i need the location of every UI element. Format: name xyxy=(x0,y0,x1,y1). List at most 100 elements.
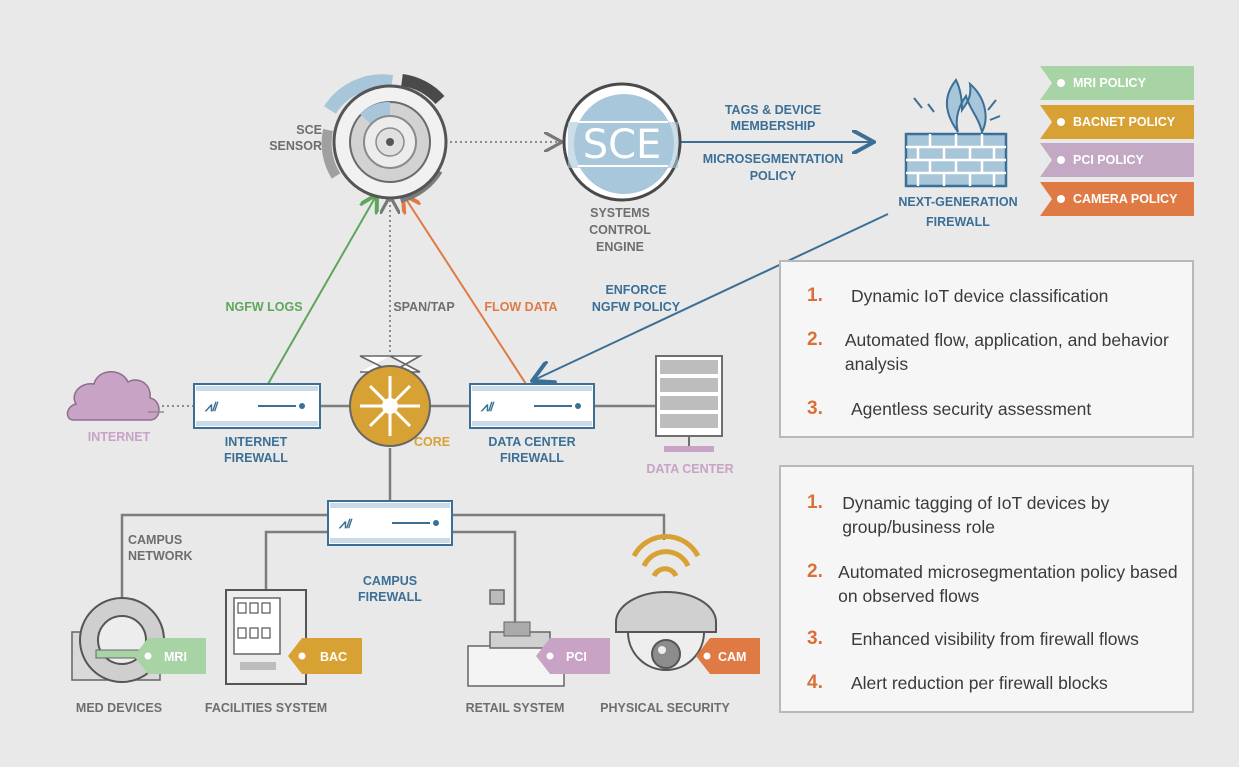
label-line: FIREWALL xyxy=(358,590,422,604)
campus-network-label: CAMPUS NETWORK xyxy=(128,533,193,563)
item-text: Enhanced visibility from firewall flows xyxy=(851,629,1139,649)
classification-panel: 1. Dynamic IoT device classification 2. Aut… xyxy=(779,260,1194,438)
tag-notch xyxy=(1040,181,1052,216)
tag-dot xyxy=(1057,117,1065,126)
item-number: 1. xyxy=(807,285,823,306)
tag-notch xyxy=(1040,104,1052,139)
bac-tag: BAC xyxy=(288,638,362,674)
policy-tag-label: PCI POLICY xyxy=(1073,153,1144,167)
datacenter-firewall-appliance: ⩘⫽ xyxy=(469,383,595,429)
ngfw-icon xyxy=(904,78,1008,188)
item-number: 2. xyxy=(807,329,823,350)
item-text: Dynamic IoT device classification xyxy=(851,286,1109,306)
ngfw-label: NEXT-GENERATION FIREWALL xyxy=(898,195,1017,229)
panel-item: 3. Enhanced visibility from firewall flow… xyxy=(807,627,1182,651)
item-text: Automated microsegmentation policy based… xyxy=(838,562,1178,606)
label-line: FIREWALL xyxy=(926,215,990,229)
internet-firewall-appliance: ⩘⫽ xyxy=(193,383,321,429)
label-line: FIREWALL xyxy=(500,451,564,465)
item-text: Dynamic tagging of IoT devices by group/… xyxy=(842,493,1110,537)
policy-tag: PCI POLICY xyxy=(1040,143,1194,177)
sce-sensor-label: SCE SENSOR xyxy=(269,123,322,153)
segmentation-panel: 1. Dynamic tagging of IoT devices by grou… xyxy=(779,465,1194,713)
label-line: ENFORCE xyxy=(605,283,666,297)
panel-item: 2. Automated flow, application, and behav… xyxy=(807,328,1182,376)
network-links xyxy=(120,404,666,625)
label-line: NEXT-GENERATION xyxy=(898,195,1017,209)
microsegmentation-label: MICROSEGMENTATION POLICY xyxy=(703,152,844,183)
mri-tag-label: MRI xyxy=(164,650,187,664)
flow-data-arrow xyxy=(404,196,527,385)
policy-tag: CAMERA POLICY xyxy=(1040,181,1194,216)
internet-cloud-icon xyxy=(66,371,164,421)
core-switch-icon xyxy=(349,355,431,447)
item-text: Automated flow, application, and behavio… xyxy=(844,330,1169,374)
label-line: DATA CENTER xyxy=(488,435,575,449)
span-tap-label: SPAN/TAP xyxy=(393,300,454,314)
item-text: Alert reduction per firewall blocks xyxy=(851,673,1108,693)
label-line: TAGS & DEVICE xyxy=(725,103,821,117)
tag-notch xyxy=(1040,143,1052,177)
facilities-system-label: FACILITIES SYSTEM xyxy=(205,701,327,715)
physical-security-label: PHYSICAL SECURITY xyxy=(600,701,730,715)
policy-tag-label: CAMERA POLICY xyxy=(1073,191,1178,206)
datacenter-server-icon xyxy=(655,355,723,452)
core-label: CORE xyxy=(414,435,450,449)
item-number: 2. xyxy=(807,561,823,582)
label-line: MEMBERSHIP xyxy=(731,119,816,133)
tag-notch xyxy=(1040,66,1052,100)
policy-tag-label: MRI POLICY xyxy=(1073,76,1146,90)
item-number: 4. xyxy=(807,672,823,693)
label-line: INTERNET xyxy=(225,435,288,449)
mri-tag: MRI xyxy=(134,638,206,674)
label-line: NETWORK xyxy=(128,549,193,563)
facilities-unit-icon xyxy=(225,589,307,685)
sce-engine-badge xyxy=(562,82,682,202)
item-text: Agentless security assessment xyxy=(851,399,1092,419)
security-camera-icon xyxy=(615,533,717,671)
svg-text:⩘⫽: ⩘⫽ xyxy=(338,516,353,531)
label-line: SENSOR xyxy=(269,139,322,153)
campus-firewall-appliance: ⩘⫽ xyxy=(327,500,453,546)
policy-tag-label: BACNET POLICY xyxy=(1073,114,1176,129)
ngfw-logs-arrow xyxy=(267,196,376,385)
label-line: SCE xyxy=(296,123,322,137)
panel-item: 3. Agentless security assessment xyxy=(807,397,1182,421)
cam-tag-label: CAM xyxy=(718,650,746,664)
panel-item: 1. Dynamic tagging of IoT devices by grou… xyxy=(807,491,1182,539)
item-number: 3. xyxy=(807,398,823,419)
label-line: CAMPUS xyxy=(128,533,182,547)
label-line: MICROSEGMENTATION xyxy=(703,152,844,166)
retail-system-label: RETAIL SYSTEM xyxy=(466,701,565,715)
label-line: ENGINE xyxy=(596,240,644,254)
panel-item: 4. Alert reduction per firewall blocks xyxy=(807,671,1182,695)
label-line: CAMPUS xyxy=(363,574,417,588)
flow-data-label: FLOW DATA xyxy=(484,300,557,314)
tags-membership-label: TAGS & DEVICE MEMBERSHIP xyxy=(725,103,821,133)
label-line: SYSTEMS xyxy=(590,206,650,220)
internet-label: INTERNET xyxy=(88,430,151,444)
datacenter-firewall-label: DATA CENTER FIREWALL xyxy=(488,435,575,465)
item-number: 1. xyxy=(807,492,823,513)
policy-tag: MRI POLICY xyxy=(1040,66,1194,100)
label-line: FIREWALL xyxy=(224,451,288,465)
panel-item: 2. Automated microsegmentation policy bas… xyxy=(807,560,1182,608)
tag-dot xyxy=(1057,156,1065,164)
datacenter-label: DATA CENTER xyxy=(646,462,733,476)
item-number: 3. xyxy=(807,628,823,649)
svg-text:⩘⫽: ⩘⫽ xyxy=(204,399,219,414)
panel-item: 1. Dynamic IoT device classification xyxy=(807,284,1182,308)
label-line: POLICY xyxy=(750,169,797,183)
internet-firewall-label: INTERNET FIREWALL xyxy=(224,435,288,465)
bac-tag-label: BAC xyxy=(320,650,347,664)
tag-dot xyxy=(1057,79,1065,87)
pci-tag: PCI xyxy=(536,638,610,674)
policy-tag: BACNET POLICY xyxy=(1040,104,1194,139)
sce-badge-label: SCE xyxy=(583,122,662,168)
svg-text:⩘⫽: ⩘⫽ xyxy=(480,399,495,414)
cam-tag: CAM xyxy=(696,638,760,674)
sce-sensor-icon xyxy=(321,74,448,203)
